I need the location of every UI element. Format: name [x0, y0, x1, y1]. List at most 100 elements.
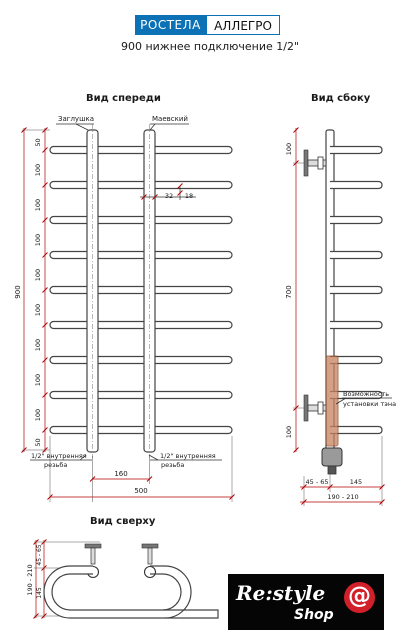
top-depth-label: 145 — [36, 587, 43, 599]
side-rail-1 — [330, 145, 383, 155]
side-rail-6 — [330, 320, 383, 330]
front-dim-tick-7 — [42, 357, 48, 363]
side-rail-4 — [330, 250, 383, 260]
front-rail-9 — [49, 425, 233, 435]
tube-diameter-label: 18 — [185, 192, 193, 200]
front-rail-6 — [49, 320, 233, 330]
front-dim-tick-6 — [42, 322, 48, 328]
rail-spacing-label: 100 — [34, 199, 42, 211]
side-view-title: Вид сбоку — [311, 93, 371, 104]
side-total-tick-b — [379, 499, 385, 505]
brand-label: РОСТЕЛА — [135, 15, 206, 35]
side-mount-span-label: 700 — [285, 285, 293, 298]
front-dim-tick-8 — [42, 392, 48, 398]
front-dim-tick-3 — [42, 217, 48, 223]
total-width-label: 500 — [134, 487, 147, 495]
total-width-tick-b — [229, 494, 235, 500]
axis-dist-tick-a — [89, 476, 96, 482]
side-total-tick-a — [301, 499, 307, 505]
logo-text: Re:style — [236, 581, 326, 605]
rail-spacing-label: 100 — [34, 304, 42, 316]
heater-plug — [327, 465, 337, 475]
front-dim-tick-9 — [42, 427, 48, 433]
front-rail-2 — [49, 180, 233, 190]
front-rail-1 — [49, 145, 233, 155]
model-label: АЛЛЕГРО — [206, 15, 280, 35]
top-left-mount-arm — [90, 547, 96, 565]
side-lower-mount-label: 100 — [285, 426, 293, 438]
front-total-height-label: 900 — [14, 285, 22, 298]
side-rail-3 — [330, 215, 383, 225]
top-right-mount-arm — [147, 547, 153, 565]
side-off-tick-c — [379, 484, 385, 490]
tube-dia-tick-b — [177, 190, 183, 196]
side-wall-bracket-2 — [303, 394, 309, 422]
top-view-title: Вид сверху — [90, 516, 156, 527]
front-rail-7 — [49, 355, 233, 365]
heater-note-2: установки тэна — [343, 400, 396, 408]
top-rail-right-bend — [150, 565, 192, 619]
valve-callout: Маевский — [152, 115, 188, 123]
valve-leader — [149, 123, 156, 131]
axis-dist-tick-b — [146, 476, 153, 482]
rail-spacing-label: 100 — [34, 339, 42, 351]
front-dim-tick-4 — [42, 252, 48, 258]
side-mount-clamp-1 — [317, 156, 324, 170]
rail-spacing-label: 100 — [34, 409, 42, 421]
logo-shop-text: Shop — [294, 607, 334, 623]
thread-right-label-2: резьба — [161, 461, 184, 469]
heater-element — [325, 355, 339, 447]
front-dim-tick-5 — [42, 287, 48, 293]
side-off-tick-a — [301, 484, 307, 490]
front-view-title: Вид спереди — [86, 93, 161, 104]
restyle-shop-logo: Re:style Shop @ — [228, 574, 384, 630]
plug-leader — [75, 123, 89, 131]
front-rail-8 — [49, 390, 233, 400]
rail-spacing-label: 50 — [34, 138, 42, 146]
side-rail-5 — [330, 285, 383, 295]
rail-spacing-label: 50 — [34, 438, 42, 446]
side-rail-2 — [330, 180, 383, 190]
thread-left-label-2: резьба — [44, 461, 67, 469]
heater-leader — [335, 397, 347, 405]
heater-note-1: Возможность — [343, 390, 389, 398]
side-dim-tick-3 — [293, 447, 299, 453]
side-wall-bracket-1 — [303, 149, 309, 177]
top-rail-left-bend — [43, 565, 219, 619]
side-rail-9 — [330, 425, 383, 435]
top-right-mount-plate — [141, 543, 159, 549]
rail-spacing-label: 100 — [34, 374, 42, 386]
front-dim-tick-2 — [42, 182, 48, 188]
tube-dim-tick-b — [152, 194, 158, 200]
front-rail-5 — [49, 285, 233, 295]
plug-callout: Заглушка — [58, 115, 94, 123]
tube-dia-tick-a — [177, 183, 183, 189]
model-subtitle: 900 нижнее подключение 1/2" — [120, 40, 300, 53]
tube-dim-tick-a — [141, 194, 147, 200]
axis-distance-label: 160 — [114, 470, 127, 478]
side-mount-arm-1 — [307, 159, 327, 167]
heater-housing — [321, 447, 343, 467]
side-depth-label: 145 — [350, 478, 362, 486]
tube-offset-label: 32 — [165, 192, 173, 200]
logo-at-icon: @ — [344, 582, 375, 613]
top-right-mount-collector — [143, 565, 157, 579]
rail-spacing-label: 100 — [34, 269, 42, 281]
thread-right-leader — [148, 454, 159, 461]
side-mount-clamp-2 — [317, 401, 324, 415]
front-rail-3 — [49, 215, 233, 225]
total-width-tick-a — [47, 494, 53, 500]
side-dim-tick-0 — [293, 127, 299, 133]
side-upper-mount-label: 100 — [285, 143, 293, 155]
top-offset-label: 45 - 65 — [36, 544, 43, 565]
top-left-mount-plate — [84, 543, 102, 549]
side-total-depth-label: 190 - 210 — [327, 493, 358, 501]
thread-right-label-1: 1/2" внутренняя — [160, 452, 216, 460]
side-rail-7 — [330, 355, 383, 365]
side-off-tick-b — [327, 484, 333, 490]
rail-spacing-label: 100 — [34, 164, 42, 176]
front-dim-tick-1 — [42, 147, 48, 153]
thread-left-leader — [79, 454, 87, 461]
side-wall-offset-label: 45 - 65 — [305, 478, 328, 486]
top-total-label: 190 - 210 — [26, 564, 34, 595]
